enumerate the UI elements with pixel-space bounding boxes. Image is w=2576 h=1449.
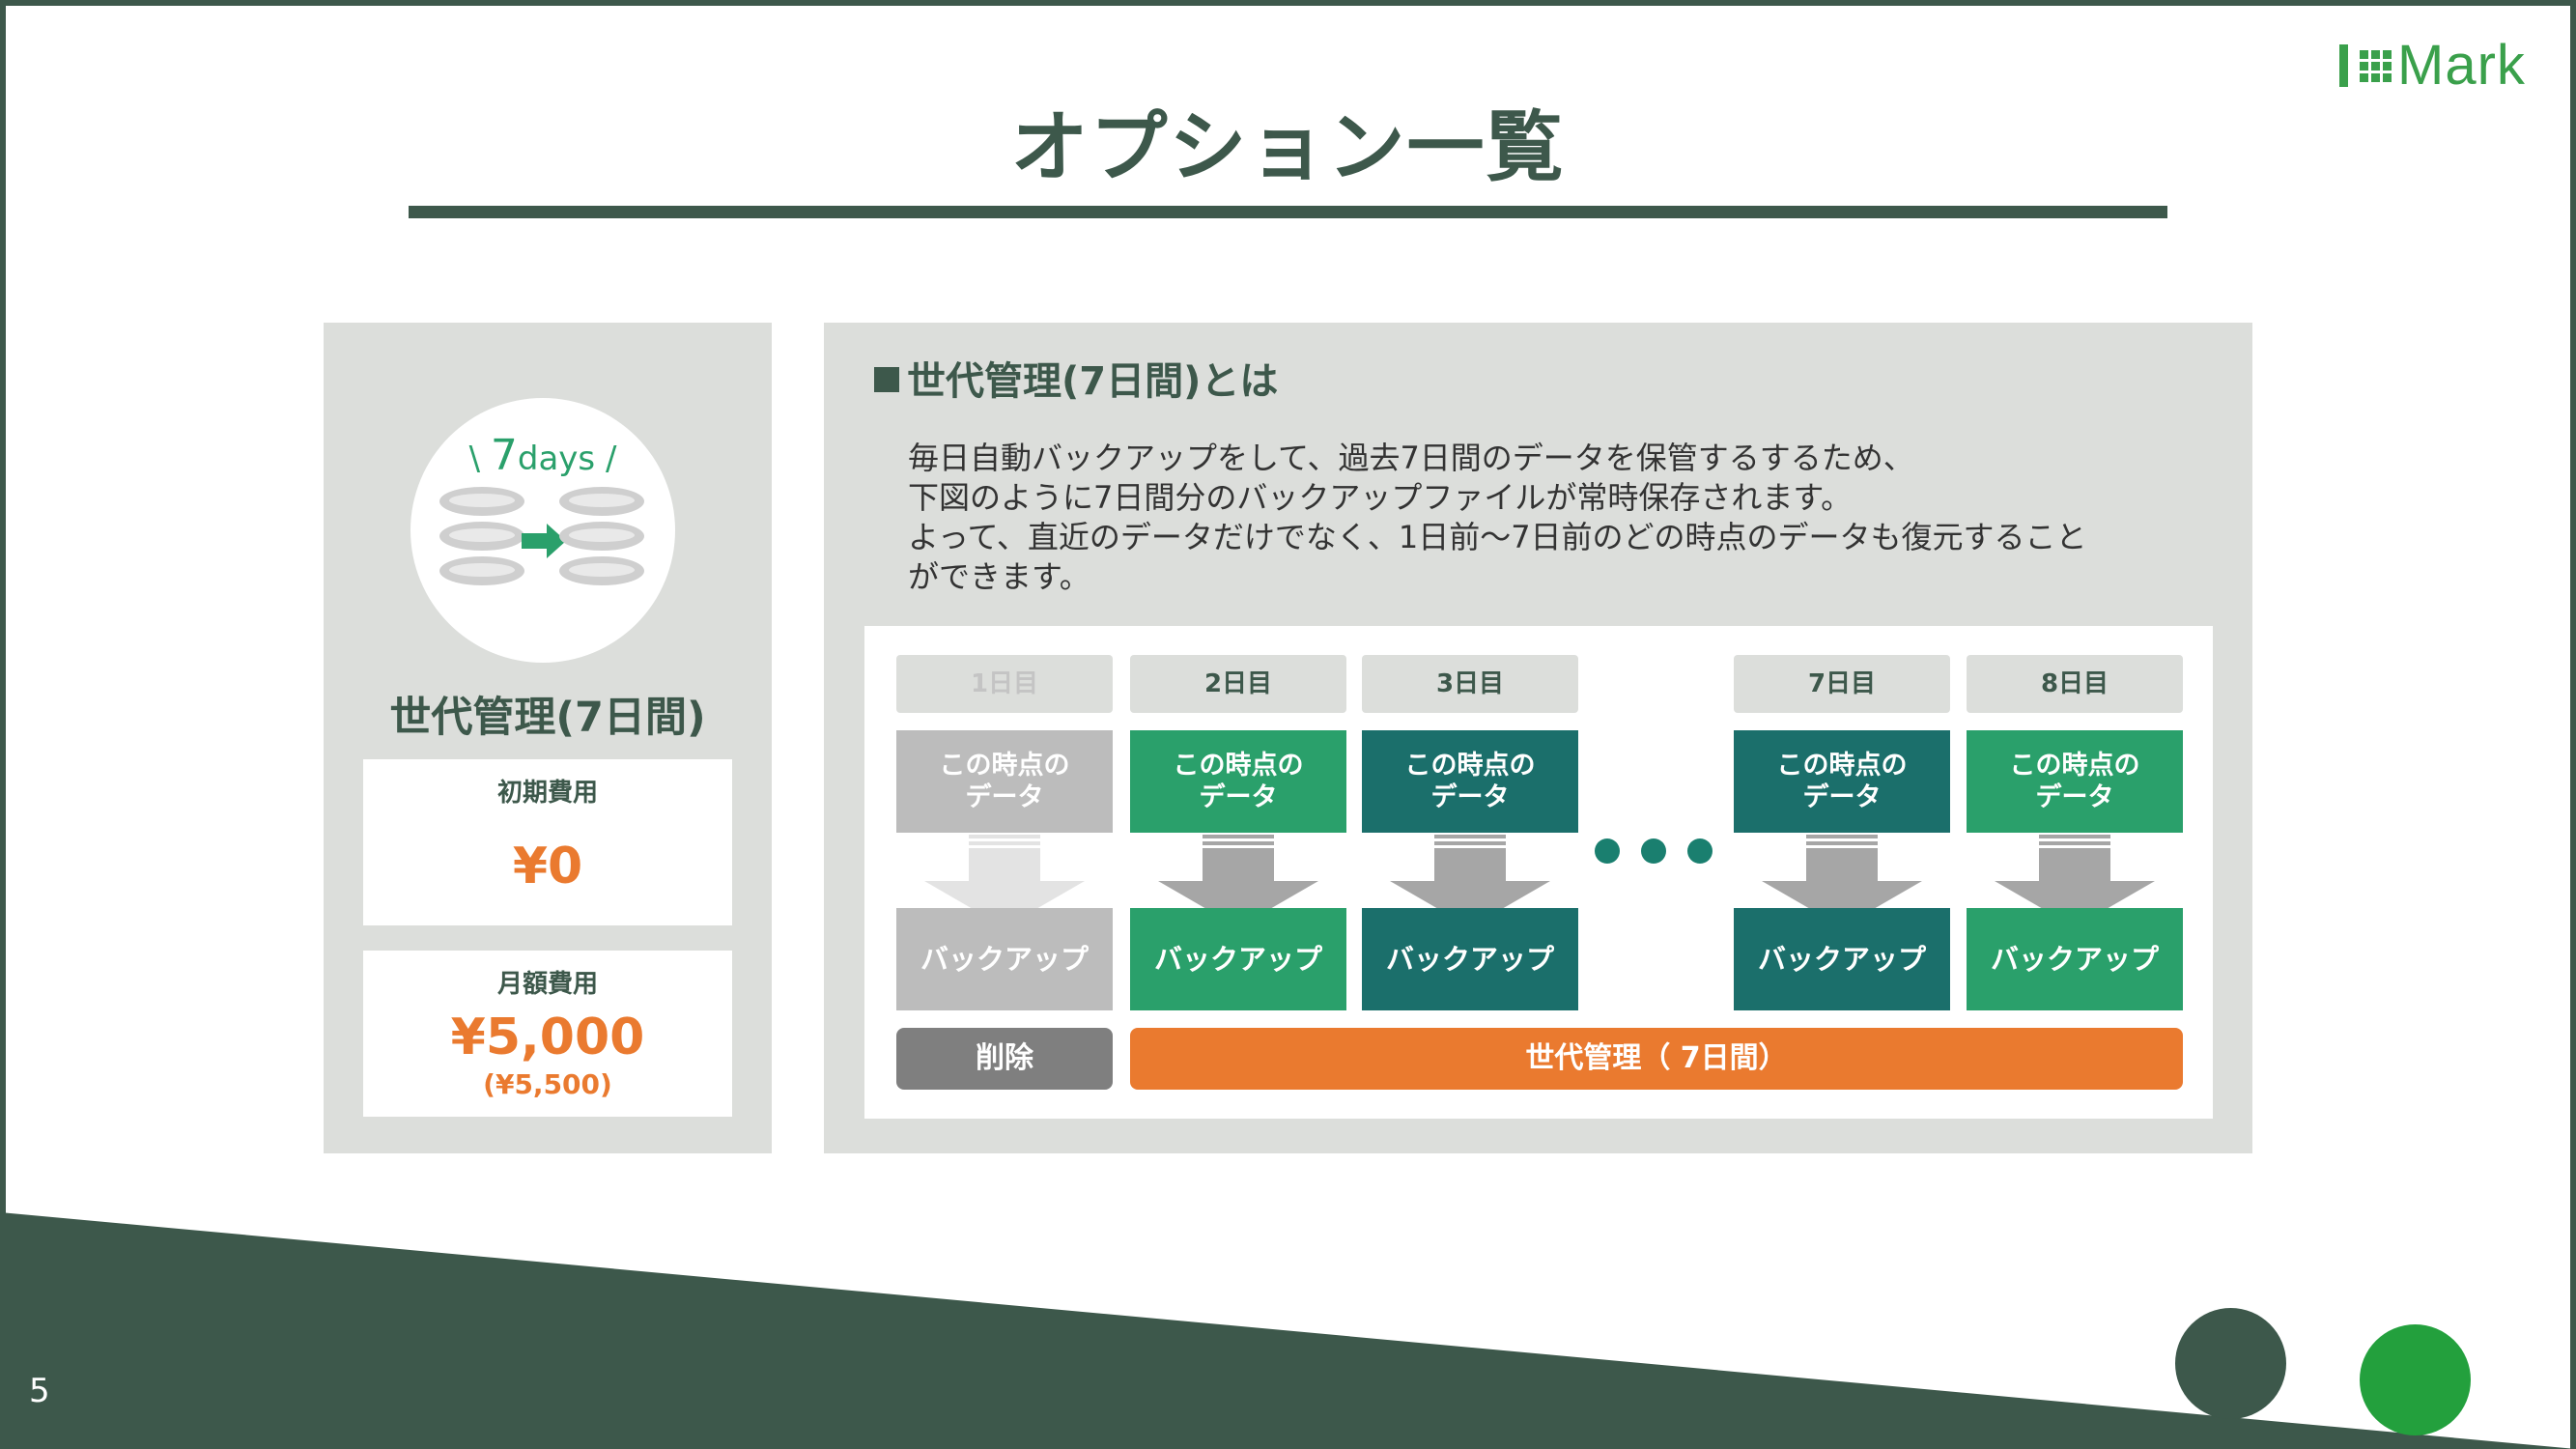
database-icon	[559, 487, 644, 591]
data-point-line: この時点の	[1173, 751, 1304, 781]
arrow-down-icon	[924, 835, 1085, 927]
data-point-box: この時点の データ	[1130, 730, 1346, 833]
square-bullet-icon	[874, 367, 899, 392]
data-point-line: データ	[965, 782, 1044, 812]
data-point-line: この時点の	[1404, 751, 1536, 781]
data-point-line: データ	[1199, 782, 1278, 812]
data-point-line: データ	[1430, 782, 1510, 812]
backup-box: バックアップ	[1362, 908, 1578, 1010]
explanation-panel: 世代管理(7日間)とは 毎日自動バックアップをして、過去7日間のデータを保管する…	[824, 323, 2252, 1153]
badge-prefix: \	[468, 440, 481, 478]
arrow-down-icon	[1995, 835, 2155, 927]
data-point-line: この時点の	[939, 751, 1070, 781]
backup-box: バックアップ	[1967, 908, 2183, 1010]
backup-box: バックアップ	[1734, 908, 1950, 1010]
generation-diagram: 1日目 この時点の データ バックアップ 2日目 この時点の データ	[864, 626, 2213, 1119]
data-point-line: この時点の	[1776, 751, 1908, 781]
description-line: ができます。	[908, 558, 1090, 595]
footer-band	[0, 1212, 2576, 1449]
backup-illustration: \ 7days /	[410, 398, 675, 663]
badge-suffix: /	[605, 440, 617, 478]
arrow-right-icon	[522, 524, 566, 558]
product-card: \ 7days / 世代管理(7日間) 初期費用 ¥0 月額費用 ¥5,000 …	[324, 323, 772, 1153]
backup-box: バックアップ	[1130, 908, 1346, 1010]
backup-box: バックアップ	[896, 908, 1113, 1010]
badge-unit: days	[517, 440, 596, 478]
initial-cost-value: ¥0	[512, 838, 583, 895]
description-line: よって、直近のデータだけでなく、1日前～7日前のどの時点のデータも復元すること	[908, 519, 2087, 555]
description: 毎日自動バックアップをして、過去7日間のデータを保管するするため、 下図のように…	[908, 439, 2087, 597]
days-badge: \ 7days /	[410, 431, 675, 480]
day-label: 3日目	[1362, 655, 1578, 713]
monthly-cost-tax: (¥5,500)	[483, 1067, 612, 1100]
monthly-cost-box: 月額費用 ¥5,000 (¥5,500)	[363, 951, 732, 1117]
generation-bar: 世代管理（ 7日間）	[1130, 1028, 2183, 1090]
page-title: オプション一覧	[1010, 102, 1566, 192]
arrow-down-icon	[1390, 835, 1550, 927]
brand-logo: Mark	[2339, 37, 2526, 95]
decorative-circle-green	[2360, 1324, 2471, 1435]
monthly-cost-value: ¥5,000	[450, 1009, 645, 1066]
data-point-line: データ	[1802, 782, 1882, 812]
data-point-line: データ	[2035, 782, 2114, 812]
badge-number: 7	[490, 431, 518, 480]
data-point-box: この時点の データ	[896, 730, 1113, 833]
description-line: 下図のように7日間分のバックアップファイルが常時保存されます。	[908, 479, 1853, 516]
delete-bar: 削除	[896, 1028, 1113, 1090]
day-label: 8日目	[1967, 655, 2183, 713]
initial-cost-label: 初期費用	[496, 779, 598, 808]
initial-cost-box: 初期費用 ¥0	[363, 759, 732, 925]
title-underline	[409, 206, 2167, 218]
product-name: 世代管理(7日間)	[389, 694, 706, 742]
logo-dots-icon	[2360, 49, 2392, 82]
decorative-circle-dark	[2175, 1308, 2286, 1419]
monthly-cost-label: 月額費用	[496, 970, 598, 999]
day-label: 2日目	[1130, 655, 1346, 713]
day-label: 1日目	[896, 655, 1113, 713]
ellipsis-icon	[1595, 838, 1713, 864]
database-icon	[439, 487, 524, 591]
logo-text: Mark	[2397, 34, 2526, 97]
page-number: 5	[29, 1372, 50, 1410]
section-heading: 世代管理(7日間)とは	[874, 350, 1278, 406]
section-heading-text: 世代管理(7日間)とは	[907, 359, 1279, 404]
day-label: 7日目	[1734, 655, 1950, 713]
description-line: 毎日自動バックアップをして、過去7日間のデータを保管するするため、	[908, 440, 1914, 476]
logo-bar	[2339, 44, 2348, 87]
data-point-box: この時点の データ	[1362, 730, 1578, 833]
data-point-line: この時点の	[2009, 751, 2140, 781]
data-point-box: この時点の データ	[1734, 730, 1950, 833]
data-point-box: この時点の データ	[1967, 730, 2183, 833]
arrow-down-icon	[1158, 835, 1318, 927]
arrow-down-icon	[1762, 835, 1922, 927]
